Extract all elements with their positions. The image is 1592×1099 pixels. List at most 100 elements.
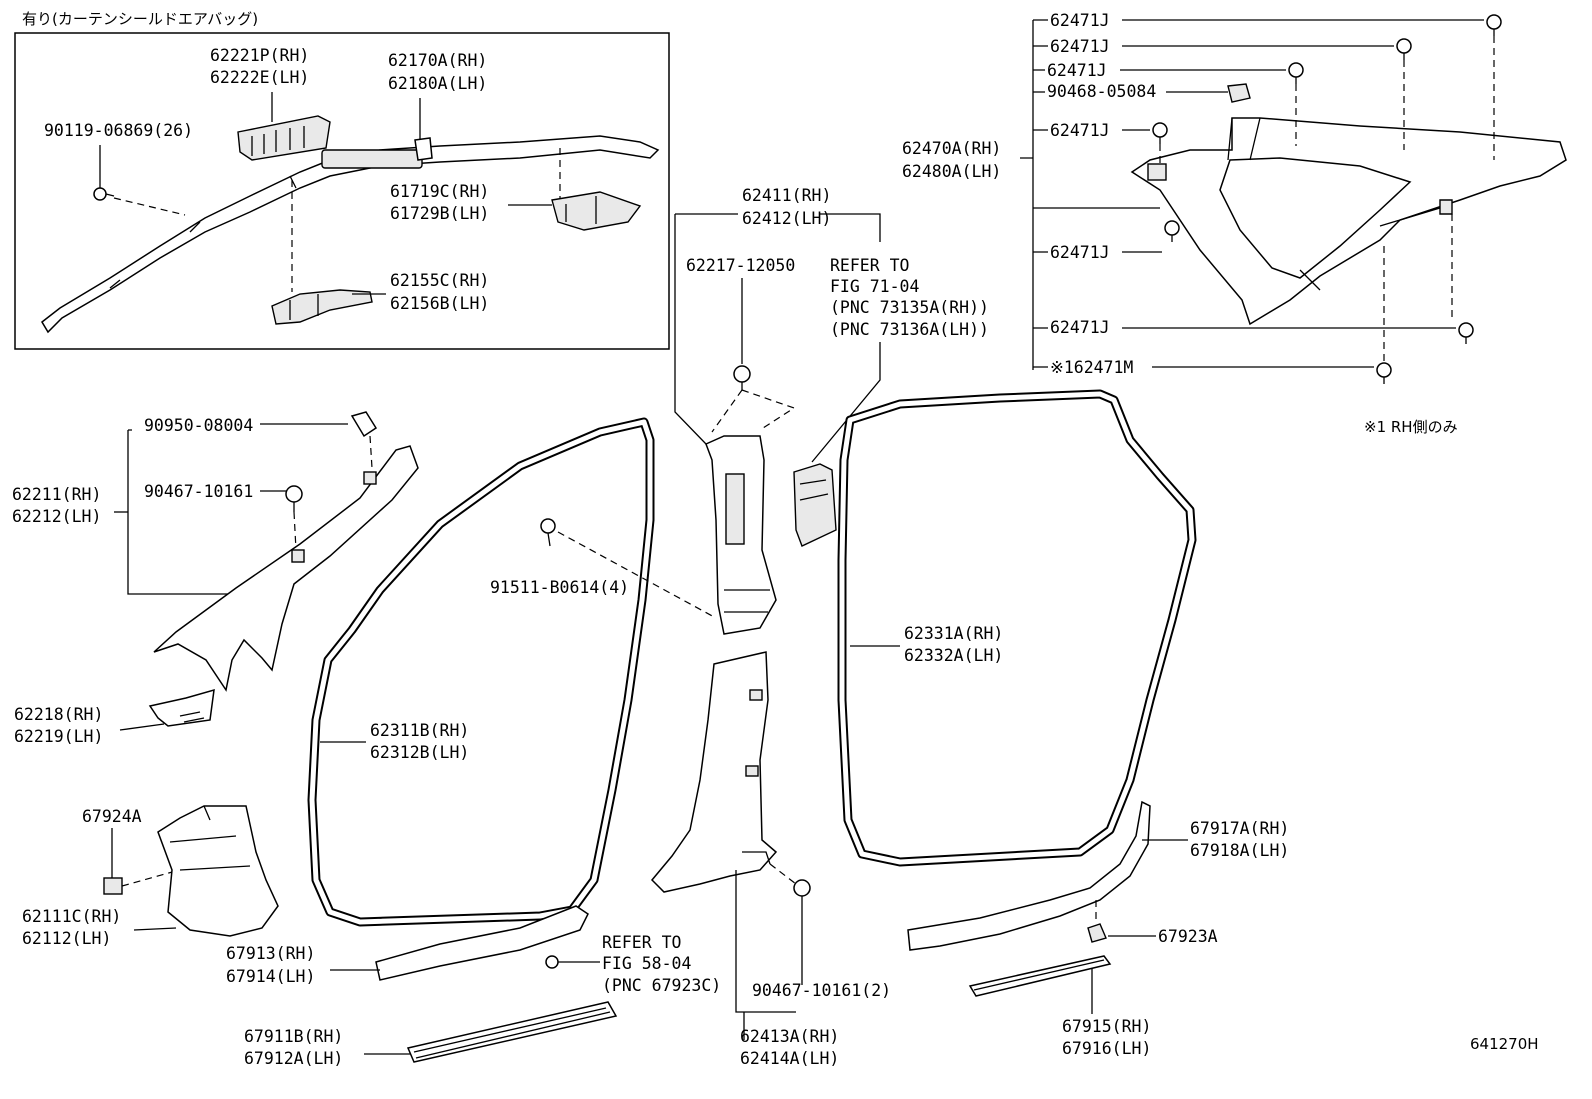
seatbelt-cover-ref bbox=[793, 463, 837, 547]
label-62212: 62212(LH) bbox=[12, 507, 101, 526]
leader-62470A bbox=[1020, 157, 1160, 209]
label-62332A: 62332A(LH) bbox=[904, 646, 1003, 665]
leader-62111C bbox=[133, 927, 177, 931]
label-62412: 62412(LH) bbox=[742, 209, 831, 228]
label-62471J-2: 62471J bbox=[1050, 37, 1110, 56]
front-door-weatherstrip bbox=[307, 417, 655, 927]
leader-62413A bbox=[735, 870, 803, 1040]
label-61729B: 61729B(LH) bbox=[390, 204, 489, 223]
label-62222E: 62222E(LH) bbox=[210, 68, 309, 87]
label-62414A: 62414A(LH) bbox=[740, 1049, 839, 1068]
clip-90950 bbox=[350, 411, 378, 438]
clip-67924A bbox=[103, 877, 123, 895]
label-162471M: ※162471M bbox=[1050, 358, 1133, 377]
label-90467: 90467-10161 bbox=[144, 482, 253, 501]
scuff-plate-67917A bbox=[907, 800, 1151, 951]
airbag-note: 有り(カーテンシールドエアバッグ) bbox=[22, 10, 258, 28]
clip-90468 bbox=[1227, 83, 1251, 103]
clip-leaders bbox=[1159, 36, 1495, 362]
label-67915: 67915(RH) bbox=[1062, 1017, 1151, 1036]
label-62218: 62218(RH) bbox=[14, 705, 103, 724]
quarter-trim-62470A bbox=[1130, 117, 1567, 326]
bolt-90119 bbox=[93, 187, 115, 201]
label-67912A: 67912A(LH) bbox=[244, 1049, 343, 1068]
label-61719C: 61719C(RH) bbox=[390, 182, 489, 201]
label-62331A: 62331A(RH) bbox=[904, 624, 1003, 643]
bracket-62411 bbox=[674, 213, 881, 445]
label-62211: 62211(RH) bbox=[12, 485, 101, 504]
leader-bolt-91511 bbox=[557, 531, 717, 619]
label-67918A: 67918A(LH) bbox=[1190, 841, 1289, 860]
label-67917A: 67917A(RH) bbox=[1190, 819, 1289, 838]
label-62471J-5: 62471J bbox=[1050, 243, 1110, 262]
figure-code: 641270H bbox=[1470, 1035, 1539, 1053]
pillar-lower-62413A bbox=[650, 651, 778, 893]
clips-62471J bbox=[1152, 14, 1502, 384]
label-62156B: 62156B(LH) bbox=[390, 294, 489, 313]
label-62219: 62219(LH) bbox=[14, 727, 103, 746]
label-62413A: 62413A(RH) bbox=[740, 1027, 839, 1046]
airbag-bracket-61719C bbox=[551, 191, 642, 231]
label-90950: 90950-08004 bbox=[144, 416, 253, 435]
label-62217: 62217-12050 bbox=[686, 256, 795, 275]
label-62312B: 62312B(LH) bbox=[370, 743, 469, 762]
step-plate-67915 bbox=[968, 955, 1112, 997]
pillar-upper-62411 bbox=[705, 435, 777, 635]
label-90467-2: 90467-10161(2) bbox=[752, 981, 891, 1000]
leader-clip-lower bbox=[769, 863, 797, 885]
cowl-trim-62111C bbox=[157, 805, 279, 937]
bolt-91511 bbox=[540, 518, 556, 547]
clip-62217 bbox=[733, 365, 751, 390]
airbag-inset-frame bbox=[14, 32, 670, 350]
label-62170A: 62170A(RH) bbox=[388, 51, 487, 70]
note-rh-only: ※1 RH側のみ bbox=[1364, 418, 1458, 436]
leader-refer-71-04 bbox=[811, 342, 881, 463]
step-plate-67911B bbox=[406, 1001, 618, 1063]
label-refer-to-1: REFER TO bbox=[830, 256, 909, 275]
label-pnc-73135A: (PNC 73135A(RH)) bbox=[830, 298, 989, 317]
clip-67923C bbox=[545, 955, 559, 969]
label-62112: 62112(LH) bbox=[22, 929, 111, 948]
leader-clip-62217 bbox=[711, 389, 796, 433]
label-67923A: 67923A bbox=[1158, 927, 1218, 946]
label-62471J-1: 62471J bbox=[1050, 11, 1110, 30]
label-fig-71-04: FIG 71-04 bbox=[830, 277, 919, 296]
airbag-bracket-62155C bbox=[271, 289, 373, 325]
leader-a-pillar-clips bbox=[293, 435, 373, 551]
label-62471J-6: 62471J bbox=[1050, 318, 1110, 337]
label-62471J-3: 62471J bbox=[1047, 61, 1107, 80]
label-fig-58-04: FIG 58-04 bbox=[602, 954, 691, 973]
rear-door-weatherstrip bbox=[837, 389, 1197, 867]
airbag-bracket-62221P bbox=[237, 115, 331, 161]
scuff-plate-67913 bbox=[375, 905, 589, 981]
label-62311B: 62311B(RH) bbox=[370, 721, 469, 740]
label-62111C: 62111C(RH) bbox=[22, 907, 121, 926]
label-pnc-67923C: (PNC 67923C) bbox=[602, 976, 721, 995]
leader-62218 bbox=[119, 723, 165, 731]
label-90468: 90468-05084 bbox=[1047, 82, 1156, 101]
label-62470A: 62470A(RH) bbox=[902, 139, 1001, 158]
label-62471J-4: 62471J bbox=[1050, 121, 1110, 140]
label-90119: 90119-06869(26) bbox=[44, 121, 193, 140]
label-67914: 67914(LH) bbox=[226, 967, 315, 986]
clip-90467-lower bbox=[793, 879, 811, 906]
label-67911B: 67911B(RH) bbox=[244, 1027, 343, 1046]
label-62480A: 62480A(LH) bbox=[902, 162, 1001, 181]
leader-bolt bbox=[113, 197, 186, 216]
label-62155C: 62155C(RH) bbox=[390, 271, 489, 290]
label-67913: 67913(RH) bbox=[226, 944, 315, 963]
bracket-62211 bbox=[127, 429, 236, 595]
a-pillar-garnish-62211 bbox=[153, 445, 419, 692]
label-67924A: 67924A bbox=[82, 807, 142, 826]
label-refer-to-2: REFER TO bbox=[602, 933, 681, 952]
label-62221P: 62221P(RH) bbox=[210, 46, 309, 65]
trim-62218 bbox=[148, 688, 215, 727]
label-pnc-73136A: (PNC 73136A(LH)) bbox=[830, 320, 989, 339]
label-91511: 91511-B0614(4) bbox=[490, 578, 629, 597]
label-67916: 67916(LH) bbox=[1062, 1039, 1151, 1058]
label-62180A: 62180A(LH) bbox=[388, 74, 487, 93]
clip-67923A bbox=[1087, 923, 1107, 943]
clip-90467 bbox=[285, 485, 303, 512]
